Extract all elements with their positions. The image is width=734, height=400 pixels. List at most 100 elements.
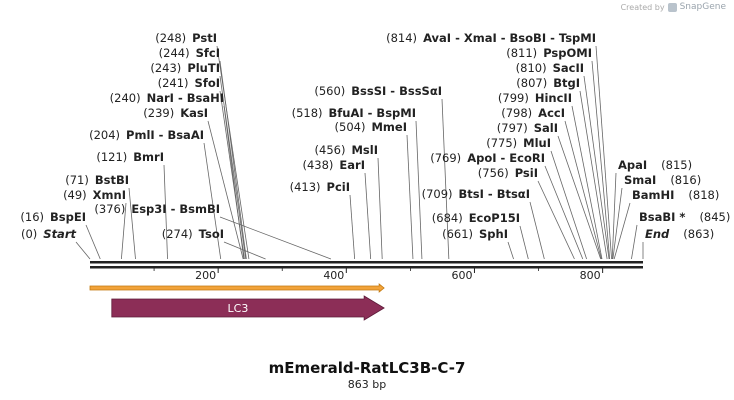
site-connector — [128, 187, 136, 260]
credit-brand: SnapGene — [679, 2, 726, 12]
site-position: (121) — [96, 150, 127, 164]
site-enzyme-name: BsaBI * — [639, 210, 685, 224]
site-position: (818) — [688, 188, 719, 202]
site-connector — [537, 180, 575, 260]
site-position: (241) — [158, 76, 189, 90]
site-connector — [406, 134, 414, 260]
site-enzyme-name: HincII — [535, 91, 572, 105]
site-connector — [216, 45, 250, 260]
credit-watermark: Created by SnapGene — [621, 2, 726, 12]
snapgene-logo-icon — [667, 2, 677, 12]
site-enzyme-name: BssSI - BssSαI — [351, 84, 442, 98]
site-connector — [219, 216, 332, 260]
site-connector — [571, 105, 603, 260]
map-length: 863 bp — [347, 378, 387, 391]
site-enzyme-name: AvaI - XmaI - BsoBI - TspMI — [423, 31, 596, 45]
site-connector — [583, 75, 610, 260]
site-enzyme-name: TsoI — [199, 227, 224, 241]
restriction-site-label: (241)SfoI — [158, 76, 220, 90]
site-enzyme-name: BtgI — [553, 76, 580, 90]
site-enzyme-name: EcoP15I — [469, 211, 520, 225]
site-enzyme-name: PspOMI — [543, 46, 592, 60]
site-enzyme-name: SfcI — [196, 46, 220, 60]
backbone — [90, 261, 643, 269]
site-position: (456) — [315, 143, 346, 157]
site-connector — [223, 105, 245, 260]
site-position: (799) — [498, 91, 529, 105]
restriction-site-label: (756)PsiI — [478, 166, 538, 180]
restriction-site-label: (798)AccI — [501, 106, 565, 120]
site-connector — [557, 135, 602, 260]
restriction-site-label: (814) AvaI - XmaI - BsoBI - TspMI — [386, 31, 596, 45]
site-enzyme-name: SmaI — [624, 173, 656, 187]
site-enzyme-name: BmrI — [133, 150, 164, 164]
site-enzyme-name: BamHI — [632, 188, 674, 202]
site-position: (769) — [430, 151, 461, 165]
restriction-site-label: BsaBI *(845) — [639, 210, 730, 224]
restriction-site-label: (661)SphI — [442, 227, 508, 241]
site-position: (16) — [20, 210, 44, 224]
restriction-site-label: (49)XmnI — [63, 188, 126, 202]
site-enzyme-name: PciI — [327, 180, 350, 194]
site-position: (815) — [661, 158, 692, 172]
site-connector — [203, 142, 222, 260]
site-connector — [612, 187, 623, 260]
site-enzyme-name: End — [645, 227, 670, 241]
site-connector — [507, 241, 514, 260]
feature-layer: LC3 — [89, 283, 385, 321]
restriction-site-label: (204)PmlI - BsaAI — [89, 128, 204, 142]
map-title: mEmerald-RatLC3B-C-7 — [268, 359, 466, 377]
lc3-feature-label: LC3 — [228, 302, 249, 315]
site-enzyme-name: ApoI - EcoRI — [467, 151, 545, 165]
site-position: (239) — [143, 106, 174, 120]
site-enzyme-name: PstI — [192, 31, 217, 45]
restriction-site-label: SmaI (816) — [624, 173, 701, 187]
site-enzyme-name: Esp3I - BsmBI — [131, 202, 220, 216]
site-position: (684) — [432, 211, 463, 225]
site-position: (756) — [478, 166, 509, 180]
site-connector — [519, 225, 529, 260]
site-position: (798) — [501, 106, 532, 120]
site-position: (0) — [21, 227, 37, 241]
site-connector — [529, 201, 545, 260]
restriction-site-label: (807)BtgI — [516, 76, 580, 90]
site-position: (661) — [442, 227, 473, 241]
ruler-tick-label: 800 — [580, 269, 601, 282]
restriction-site-label: (799) HincII — [498, 91, 572, 105]
site-connector — [223, 241, 266, 260]
orange-feature-arrow — [89, 283, 385, 293]
restriction-site-label: (518)BfuAI - BspMI — [292, 106, 416, 120]
site-position: (243) — [150, 61, 181, 75]
site-position: (709) — [422, 187, 453, 201]
site-enzyme-name: SalI — [534, 121, 558, 135]
restriction-site-label: BamHI (818) — [632, 188, 719, 202]
site-connector — [219, 60, 247, 260]
restriction-site-label: (0)Start — [21, 227, 77, 241]
restriction-site-label: (560)BssSI - BssSαI — [314, 84, 442, 98]
site-position: (810) — [516, 61, 547, 75]
site-connector — [163, 164, 168, 260]
restriction-site-label: (248)PstI — [155, 31, 217, 45]
restriction-site-label: (239)KasI — [143, 106, 208, 120]
restriction-site-label: (240)NarI - BsaHI — [110, 91, 224, 105]
site-enzyme-name: BspEI — [50, 210, 86, 224]
restriction-site-label: (811) PspOMI — [506, 46, 592, 60]
site-connector — [579, 90, 608, 260]
restriction-site-label: (797)SalI — [497, 121, 558, 135]
site-enzyme-name: EarI — [339, 158, 365, 172]
restriction-site-label: (121) BmrI — [96, 150, 164, 164]
site-position: (814) — [386, 31, 417, 45]
site-connector — [364, 172, 372, 260]
site-enzyme-name: NarI - BsaHI — [147, 91, 224, 105]
site-position: (811) — [506, 46, 537, 60]
credit-created-by: Created by — [620, 2, 665, 12]
site-enzyme-name: XmnI — [93, 188, 126, 202]
ruler-tick-label: 200 — [195, 269, 216, 282]
site-position: (204) — [89, 128, 120, 142]
site-position: (244) — [159, 46, 190, 60]
restriction-site-label: (438)EarI — [302, 158, 365, 172]
site-position: (504) — [335, 120, 366, 134]
site-position: (816) — [670, 173, 701, 187]
site-connector — [564, 120, 602, 260]
